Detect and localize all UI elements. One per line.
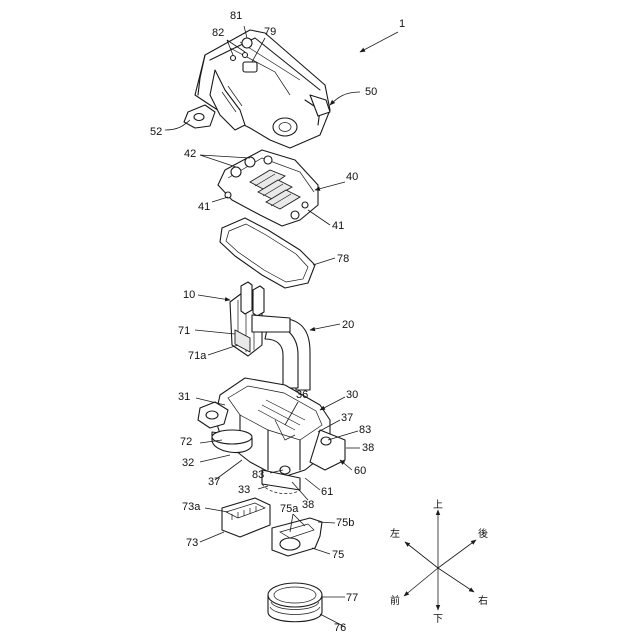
label-30: 30 — [346, 389, 358, 401]
label-37-left: 37 — [208, 476, 220, 488]
sensor-assembly-10 — [230, 282, 310, 390]
label-82: 82 — [212, 27, 224, 39]
dir-left: 左 — [390, 527, 400, 540]
dir-up: 上 — [433, 499, 443, 511]
label-75b: 75b — [336, 517, 354, 529]
label-38-right: 38 — [362, 442, 374, 454]
dir-front: 前 — [390, 594, 400, 607]
label-75: 75 — [332, 549, 344, 561]
label-37-right: 37 — [341, 412, 353, 424]
dir-down: 下 — [433, 614, 443, 625]
label-36: 36 — [296, 389, 308, 401]
label-1: 1 — [399, 18, 405, 30]
label-10: 10 — [183, 289, 195, 301]
label-81: 81 — [230, 10, 242, 22]
circuit-board-40 — [218, 150, 318, 226]
label-32: 32 — [182, 457, 194, 469]
label-41-left: 41 — [198, 201, 210, 213]
direction-indicator: 上 下 左 後 前 右 — [390, 499, 488, 625]
gasket-78 — [220, 218, 315, 288]
dir-back: 後 — [478, 527, 488, 540]
label-40: 40 — [346, 171, 358, 183]
label-41-right: 41 — [332, 220, 344, 232]
cover-50 — [184, 30, 330, 148]
label-38-bottom: 38 — [302, 499, 314, 511]
label-61: 61 — [321, 486, 333, 498]
label-50: 50 — [365, 86, 377, 98]
label-83-right: 83 — [359, 424, 371, 436]
label-71a: 71a — [188, 350, 207, 362]
label-60: 60 — [354, 465, 366, 477]
cap-73 — [222, 498, 270, 537]
label-73: 73 — [186, 537, 198, 549]
label-71: 71 — [178, 325, 190, 337]
label-42: 42 — [184, 148, 196, 160]
label-79: 79 — [264, 26, 276, 38]
dir-right: 右 — [478, 594, 488, 607]
label-52: 52 — [150, 126, 162, 138]
label-20: 20 — [342, 319, 354, 331]
label-77: 77 — [346, 592, 358, 604]
label-78: 78 — [337, 253, 349, 265]
label-76: 76 — [334, 622, 346, 634]
label-73a: 73a — [182, 501, 201, 513]
label-75a: 75a — [280, 503, 299, 515]
label-83-left: 83 — [252, 469, 264, 481]
seal-ring-76 — [268, 583, 322, 622]
plate-75 — [272, 518, 322, 556]
label-33: 33 — [238, 484, 250, 496]
label-31: 31 — [178, 391, 190, 403]
label-72: 72 — [180, 436, 192, 448]
